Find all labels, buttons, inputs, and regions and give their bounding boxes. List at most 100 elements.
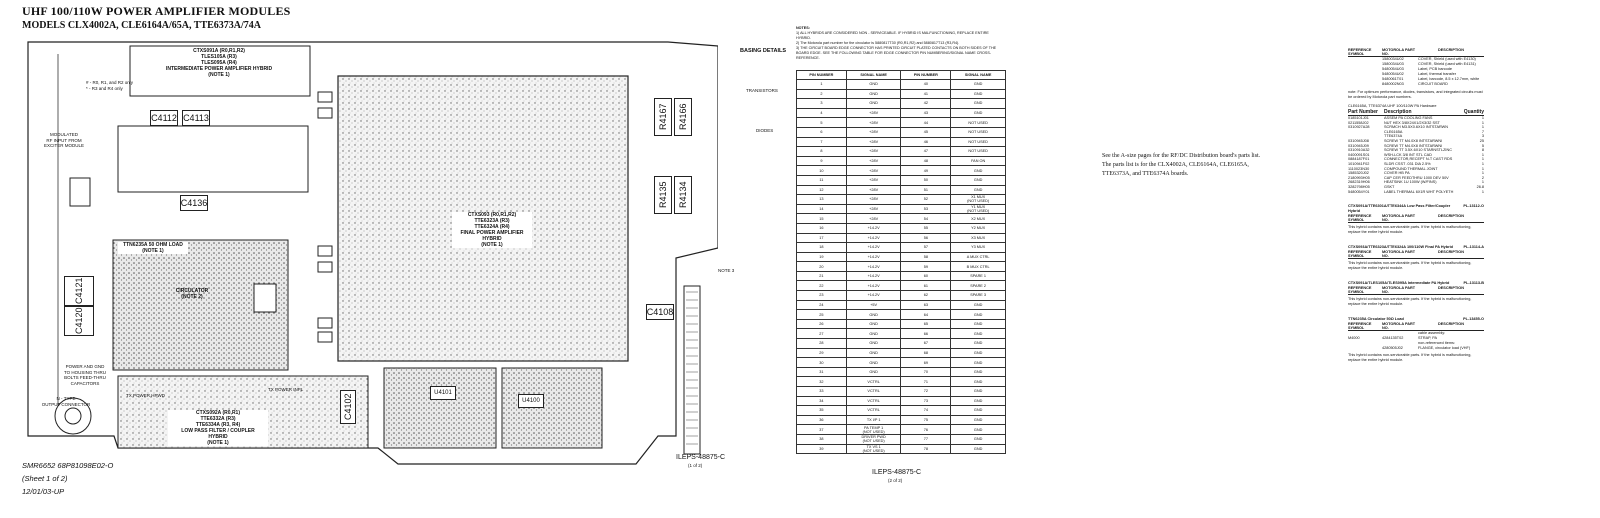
- pin-table-cell: 58: [900, 251, 952, 263]
- page-subtitle: MODELS CLX4002A, CLE6164A/65A, TTE6373A/…: [22, 20, 262, 31]
- parts-cell: PL-13113-B: [1463, 281, 1484, 286]
- ref-c4121-text: C4121: [74, 277, 84, 305]
- parts-cell: LABEL THERMAL 6X1R WHT POLYETH: [1384, 189, 1454, 194]
- pin-table-cell: 28: [796, 338, 847, 349]
- final-hybrid-label: CTXS093 (R0,R1,R2) TTE6323A (R3) TTE6324…: [452, 212, 532, 248]
- parts-cell: NUT HEX 3/8X24X1/2X3/32 SST: [1384, 120, 1440, 125]
- pin-table-cell: +14.2V: [845, 222, 902, 234]
- parts-cell: 0211558J02: [1348, 120, 1369, 125]
- pin-table-cell: GND: [950, 424, 1006, 435]
- pin-table-cell: SPARE 1: [950, 270, 1006, 282]
- notes-block: NOTES: 1) ALL HYBRIDS ARE CONSIDERED NON…: [796, 26, 1004, 61]
- parts-cell: DESCRIPTION: [1438, 322, 1464, 327]
- pin-table-cell: GND: [950, 386, 1006, 397]
- parts-cell: Label, PCB barcode: [1418, 67, 1452, 71]
- parts-cell: 0310927A28: [1348, 125, 1370, 130]
- pin-table-cell: 49: [900, 165, 952, 176]
- parts-cell: 0400091S01: [1348, 152, 1370, 157]
- parts-section: CTXS093A/TTE6323A/TTE6324A 100/110W Fina…: [1348, 245, 1484, 271]
- transistors-label: TRANSISTORS: [746, 88, 778, 93]
- parts-cell: FLANGE, circulator load (VHF): [1418, 346, 1471, 351]
- hardware-header-cell: Quantity: [1463, 109, 1484, 115]
- pin-table-cell: 57: [900, 242, 952, 253]
- pin-table-cell: 60: [900, 270, 952, 282]
- ref-u4101: U4101: [430, 386, 456, 400]
- parts-cell: MOTOROLA PART NO.: [1382, 250, 1416, 259]
- parts-cell: CONNECTOR,RECEPT N-T CAST RDS: [1384, 157, 1453, 162]
- parts-cell: M4000: [1348, 336, 1360, 341]
- parts-cell: 26.8: [1476, 184, 1484, 189]
- pin-table-cell: 67: [900, 338, 952, 349]
- pin-table-cell: 56: [900, 232, 952, 244]
- parts-top-note: note: For optimum performance, diodes, t…: [1348, 90, 1483, 99]
- pin-table-cell: GND: [950, 357, 1006, 368]
- circulator-label: CIRCULATOR (NOTE 2): [175, 288, 209, 300]
- parts-cell: 5480054Y01: [1348, 189, 1370, 194]
- pin-table-cell: GND: [845, 309, 902, 320]
- parts-section-note: This hybrid contains non-serviceable par…: [1348, 297, 1472, 307]
- parts-section-title: CTXS091A/TLES105A/TLES095A Intermediate …: [1348, 281, 1484, 286]
- parts-cell: SCRMCH M3.5X0.6X10 INTSTARWN: [1384, 125, 1448, 130]
- parts-cell: 5480061T01: [1382, 77, 1404, 81]
- pin-table-header-cell: SIGNAL NAME: [950, 70, 1006, 80]
- pin-table-cell: TX I/P 1: [845, 414, 902, 426]
- parts-top-header: REFERENCE SYMBOL MOTOROLA PART NO. DESCR…: [1348, 48, 1484, 57]
- rf-input-label: MODULATED RF INPUT FROM EXCITER MODULE: [43, 132, 84, 148]
- pin-table-cell: GND: [950, 366, 1006, 378]
- housing-outline: [27, 41, 718, 465]
- ref-r4135: R4135: [654, 176, 672, 214]
- pin-table-cell: VCTRL: [845, 405, 902, 416]
- pin-table-cell: GND: [950, 405, 1006, 416]
- ref-c4121: C4121: [64, 276, 94, 306]
- pin-table-cell: 25: [796, 309, 847, 320]
- pin-table-cell: 6: [796, 126, 847, 138]
- parts-cell: TTE6374A: [1384, 134, 1403, 139]
- pin-table-cell: +28V: [845, 155, 902, 167]
- parts-cell: [1348, 346, 1382, 351]
- footer-line-1: SMR6652 68P81098E02-O: [22, 461, 114, 470]
- parts-cell: WSH-LCK 3/8 INT STL CAD: [1384, 152, 1432, 157]
- parts-cell: [1348, 82, 1382, 87]
- control-board-left: [383, 367, 497, 449]
- pin-table-cell: +28V: [845, 213, 902, 224]
- parts-cell: ASSEM PA COOLING FANS: [1384, 116, 1433, 120]
- parts-cell: Label, thermal transfer: [1418, 72, 1456, 76]
- pin-table-cell: 1: [796, 79, 847, 90]
- pin-table-cell: +14.2V: [845, 232, 902, 244]
- ref-c4102-text: C4102: [343, 393, 353, 421]
- ref-r4134-text: R4134: [678, 181, 688, 209]
- pin-table-cell: VCTRL: [845, 376, 902, 387]
- parts-cell: HEATSINK 1U 100W (W/FINS): [1384, 180, 1437, 185]
- pin-table-cell: 63: [900, 299, 952, 311]
- pin-table-cell: PA TEMP 1 (NOT USED): [845, 424, 902, 435]
- pin-table-cell: GND: [950, 328, 1006, 340]
- parts-cell: PL-13114-A: [1463, 245, 1484, 250]
- pin-table-cell: B MUX CTRL: [950, 261, 1006, 272]
- pin-table-cell: 37: [796, 424, 847, 435]
- parts-cell: 1: [1481, 120, 1484, 125]
- pin-table-cell: 54: [900, 213, 952, 224]
- pin-table-cell: 4: [796, 107, 847, 119]
- circulator-part-label: TTN6235A 50 OHM LOAD (NOTE 1): [118, 242, 188, 254]
- pin-table-cell: 64: [900, 309, 952, 320]
- pin-table-cell: 48: [900, 155, 952, 167]
- parts-cell: CTXS093A/TTE6323A/TTE6324A 100/110W Fina…: [1348, 245, 1453, 250]
- parts-section-title: CTXS093A/TTE6323A/TTE6324A 100/110W Fina…: [1348, 245, 1484, 250]
